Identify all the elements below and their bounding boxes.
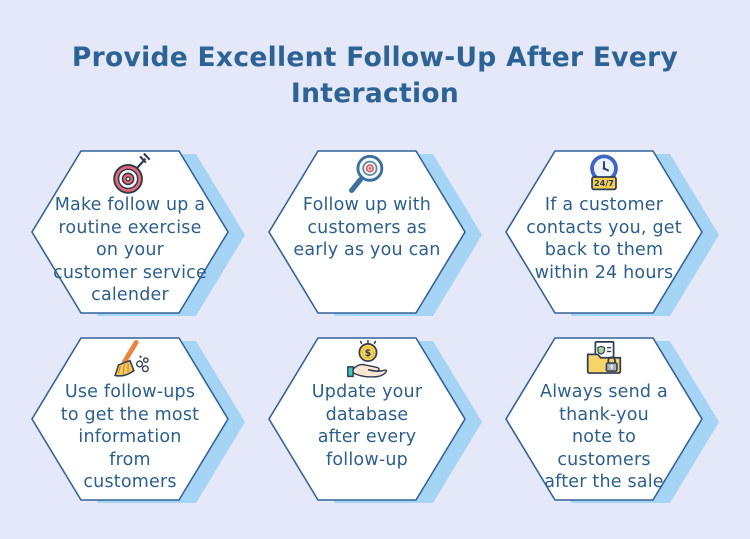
hex-text-line: If a customer (544, 195, 664, 215)
hex-text-line: Use follow-ups (64, 382, 196, 402)
hex-text-line: Always send a (540, 382, 668, 402)
hex-text-line: customer service (53, 262, 207, 283)
hexagon-shape (268, 337, 482, 503)
hex-text-line: early as you can (293, 240, 441, 260)
hex-text-line: contacts you, get (526, 217, 682, 238)
hex-text-line: customers (557, 449, 651, 470)
clock-247-icon: 24/7 (581, 153, 627, 199)
hex-card-5: $ Update your database after every follo… (267, 337, 483, 507)
hex-text-line: within 24 hours (534, 262, 674, 283)
hex-card-4: Use follow-ups to get the most informati… (30, 337, 246, 507)
hex-text: Update your database after every follow-… (272, 381, 462, 471)
hexagon-shape (268, 150, 482, 316)
folder-lock-icon (581, 340, 627, 386)
hex-card-1: Make follow up a routine exercise on you… (30, 150, 246, 320)
coin-dollar-label: $ (365, 348, 372, 359)
hex-text: If a customer contacts you, get back to … (509, 194, 699, 284)
hexagon-shape (505, 150, 719, 316)
hex-text: Follow up with customers as early as you… (272, 194, 462, 262)
hexagon-shape (31, 150, 245, 316)
target-dart-icon (107, 153, 153, 199)
hex-text: Make follow up a routine exercise on you… (35, 194, 225, 307)
hex-text-line: Make follow up a (54, 195, 206, 215)
hex-text-line: database (325, 404, 409, 425)
hex-card-2: Follow up with customers as early as you… (267, 150, 483, 320)
hex-text: Always send a thank-you note to customer… (509, 381, 699, 494)
hex-card-3: 24/7 If a customer contacts you, get bac… (504, 150, 720, 320)
hex-text-line: thank-you (559, 404, 649, 425)
hex-text: Use follow-ups to get the most informati… (35, 381, 225, 494)
magnifier-target-icon (344, 153, 390, 199)
hand-coin-icon: $ (344, 340, 390, 386)
hexagon-shape (31, 337, 245, 503)
hex-text-line: after the sale (544, 472, 664, 492)
hex-text-line: Update your (311, 382, 423, 402)
hex-text-line: from (109, 449, 151, 470)
hex-text-line: information (78, 427, 182, 447)
hex-text-line: follow-up (326, 449, 408, 470)
broom-icon (107, 340, 153, 386)
hexagon-shape (505, 337, 719, 503)
hex-text-line: customers as (307, 217, 427, 238)
badge-247-label: 24/7 (594, 178, 614, 188)
hex-text-line: after every (317, 427, 417, 447)
hex-text-line: calender (91, 285, 169, 305)
hex-text-line: routine exercise (58, 217, 202, 238)
hex-text-line: to get the most (60, 404, 200, 425)
hex-text-line: customers (83, 472, 177, 492)
page-title: Provide Excellent Follow-Up After Every … (71, 42, 679, 109)
hex-card-6: Always send a thank-you note to customer… (504, 337, 720, 507)
hex-text-line: on your (95, 240, 165, 260)
hex-text-line: back to them (544, 240, 664, 260)
hex-text-line: Follow up with (302, 195, 432, 215)
hex-text-line: note to (572, 427, 636, 447)
